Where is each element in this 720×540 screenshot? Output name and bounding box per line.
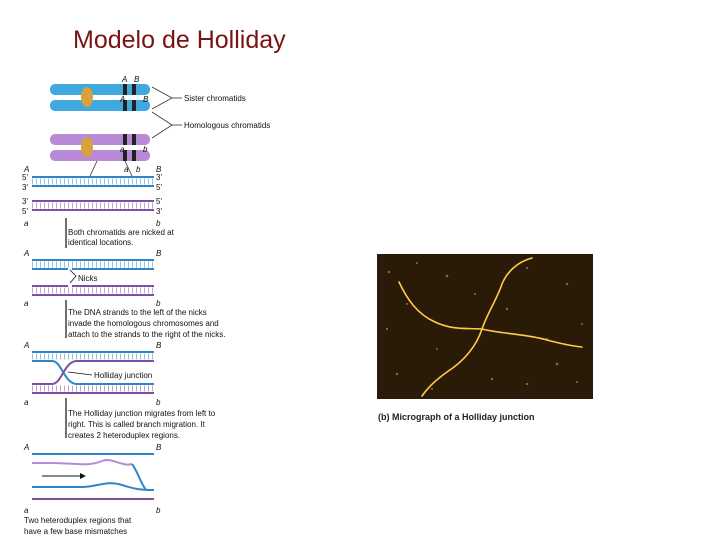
end-right-3: 5' [156, 197, 162, 206]
dna3-label-B: B [156, 341, 162, 350]
chromosome-pair-purple [50, 134, 150, 161]
dna-block-migration: A B a b [23, 443, 162, 515]
label-B: B [143, 95, 149, 104]
final-text-line1: Two heteroduplex regions that [24, 516, 132, 525]
nicked-text-line2: identical locations. [68, 238, 133, 247]
micrograph-caption: (b) Micrograph of a Holliday junction [378, 412, 535, 422]
dna3-label-b: b [156, 398, 161, 407]
nicks-label: Nicks [78, 274, 98, 283]
end-left-4: 5' [22, 207, 28, 216]
dna-label-A: A [23, 165, 29, 174]
label-b2: b [136, 165, 141, 174]
dna-label-B: B [156, 165, 162, 174]
end-right-1: 3' [156, 173, 162, 182]
label-b: b [143, 145, 148, 154]
end-left-1: 5' [22, 173, 28, 182]
dna4-label-a: a [24, 506, 29, 515]
dna2-label-B: B [156, 249, 162, 258]
label-B-top: B [134, 75, 140, 84]
dna-block-nicked: A B Nicks a b [23, 249, 162, 308]
homologous-chromatids-label: Homologous chromatids [184, 121, 270, 130]
dna-label-b: b [156, 219, 161, 228]
micrograph-strands [398, 257, 583, 397]
sister-chromatids-label: Sister chromatids [184, 94, 246, 103]
dna4-label-B: B [156, 443, 162, 452]
final-text-line2: have a few base mismatches [24, 527, 127, 536]
end-left-2: 3' [22, 183, 28, 192]
chromosome-pair-blue [50, 84, 150, 111]
migrate-text-line3: creates 2 heteroduplex regions. [68, 431, 180, 440]
holliday-junction-label: Holliday junction [94, 371, 152, 380]
end-right-2: 5' [156, 183, 162, 192]
label-a: a [120, 145, 125, 154]
end-right-4: 3' [156, 207, 162, 216]
dna3-label-a: a [24, 398, 29, 407]
invade-text-line3: attach to the strands to the right of th… [68, 330, 225, 339]
label-a2: a [124, 165, 129, 174]
dna-block-holliday: A B Holliday junction a b [23, 341, 162, 407]
dna2-label-b: b [156, 299, 161, 308]
invade-text-line2: invade the homologous chromosomes and [68, 319, 219, 328]
sister-bracket [151, 86, 173, 110]
homologous-bracket [151, 111, 173, 139]
invade-text-line1: The DNA strands to the left of the nicks [68, 308, 207, 317]
dna3-label-A: A [23, 341, 29, 350]
page-title: Modelo de Holliday [73, 26, 286, 54]
dna2-label-a: a [24, 299, 29, 308]
holliday-model-diagram: A B A B a b a b Sister chromatids Homolo… [22, 75, 270, 536]
label-A-top: A [121, 75, 127, 84]
end-left-3: 3' [22, 197, 28, 206]
dna4-label-b: b [156, 506, 161, 515]
dna-label-a: a [24, 219, 29, 228]
migrate-text-line1: The Holliday junction migrates from left… [68, 409, 216, 418]
micrograph-image [377, 254, 593, 399]
dna2-label-A: A [23, 249, 29, 258]
nicked-text-line1: Both chromatids are nicked at [68, 228, 175, 237]
dna-block-initial: A B 5' 3' 3' 5' 3' 5' 5' 3' a b [22, 165, 162, 228]
label-A: A [119, 95, 125, 104]
migrate-text-line2: right. This is called branch migration. … [68, 420, 206, 429]
dna4-label-A: A [23, 443, 29, 452]
